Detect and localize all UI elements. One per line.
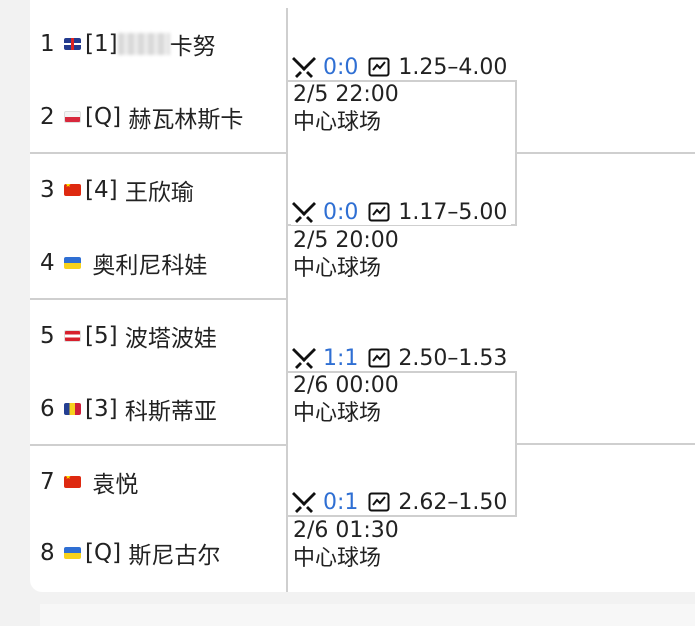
- line-chart-icon: [368, 57, 390, 77]
- betting-odds[interactable]: 1.25–4.00: [398, 54, 508, 80]
- seed-tag: [1]: [85, 31, 118, 57]
- obscured-name-part: [117, 33, 170, 55]
- match-4-players[interactable]: [30, 446, 288, 592]
- crossed-swords-icon: [292, 57, 316, 78]
- match-1-time: 2/5 22:00: [293, 82, 399, 107]
- seed-tag: [Q]: [85, 104, 122, 130]
- head-to-head-score[interactable]: 0:0: [323, 199, 359, 225]
- poland-flag-icon: [64, 111, 81, 123]
- player-row-8[interactable]: 8 [Q] 斯尼古尔: [40, 533, 220, 573]
- ukraine-flag-icon: [64, 257, 81, 269]
- match-3-stats[interactable]: 1:1 2.50–1.53: [291, 345, 512, 371]
- player-row-2[interactable]: 2 [Q] 赫瓦林斯卡: [40, 97, 243, 137]
- match-2-stats[interactable]: 0:0 1.17–5.00: [291, 199, 512, 225]
- betting-odds[interactable]: 2.50–1.53: [398, 345, 508, 371]
- seed-tag: [Q]: [85, 540, 122, 566]
- crossed-swords-icon: [292, 492, 316, 513]
- draw-position: 4: [40, 250, 55, 276]
- head-to-head-score[interactable]: 0:0: [323, 54, 359, 80]
- draw-position: 2: [40, 104, 55, 130]
- romania-flag-icon: [64, 403, 81, 415]
- match-3-venue: 中心球场: [293, 401, 382, 426]
- player-name: 赫瓦林斯卡: [128, 107, 244, 133]
- draw-position: 1: [40, 31, 55, 57]
- head-to-head-score[interactable]: 1:1: [323, 345, 359, 371]
- match-4-stats[interactable]: 0:1 2.62–1.50: [291, 489, 512, 515]
- round2-line-bottom: [517, 443, 695, 445]
- player-row-5[interactable]: 5 [5] 波塔波娃: [40, 316, 217, 356]
- match-2-players[interactable]: [30, 154, 288, 300]
- player-row-7[interactable]: 7 袁悦: [40, 462, 138, 502]
- china-flag-icon: [64, 476, 81, 488]
- player-name: 波塔波娃: [124, 326, 217, 352]
- round2-connector-bottom: [288, 371, 517, 517]
- draw-position: 6: [40, 396, 55, 422]
- line-chart-icon: [368, 202, 390, 222]
- head-to-head-score[interactable]: 0:1: [323, 489, 359, 515]
- betting-odds[interactable]: 2.62–1.50: [398, 489, 508, 515]
- austria-flag-icon: [64, 330, 81, 342]
- seed-tag: [3]: [85, 396, 118, 422]
- seed-tag: [5]: [85, 323, 118, 349]
- match-2-venue: 中心球场: [293, 256, 382, 281]
- line-chart-icon: [368, 492, 390, 512]
- betting-odds[interactable]: 1.17–5.00: [398, 199, 508, 225]
- round2-line-top: [517, 152, 695, 154]
- draw-position: 7: [40, 469, 55, 495]
- player-name: 奥利尼科娃: [92, 253, 208, 279]
- player-name: 袁悦: [92, 472, 139, 498]
- player-name: 斯尼古尔: [128, 543, 221, 569]
- crossed-swords-icon: [292, 202, 316, 223]
- match-1-venue: 中心球场: [293, 110, 382, 135]
- player-name: 卡努: [169, 34, 216, 60]
- ukraine-flag-icon: [64, 547, 81, 559]
- next-card-edge: [40, 604, 695, 626]
- match-4-venue: 中心球场: [293, 546, 382, 571]
- player-name: 科斯蒂亚: [124, 399, 217, 425]
- match-3-time: 2/6 00:00: [293, 373, 399, 398]
- uk-flag-icon: [64, 38, 81, 50]
- player-row-4[interactable]: 4 奥利尼科娃: [40, 243, 207, 283]
- seed-tag: [4]: [85, 177, 118, 203]
- match-3-players[interactable]: [30, 300, 288, 446]
- player-row-1[interactable]: 1 [1] 卡努: [40, 24, 216, 64]
- player-name: 王欣瑜: [124, 180, 194, 206]
- draw-position: 8: [40, 540, 55, 566]
- crossed-swords-icon: [292, 348, 316, 369]
- line-chart-icon: [368, 348, 390, 368]
- player-row-6[interactable]: 6 [3] 科斯蒂亚: [40, 389, 217, 429]
- match-1-players[interactable]: [30, 8, 288, 154]
- china-flag-icon: [64, 184, 81, 196]
- match-4-time: 2/6 01:30: [293, 518, 399, 543]
- player-row-3[interactable]: 3 [4] 王欣瑜: [40, 170, 194, 210]
- draw-position: 3: [40, 177, 55, 203]
- match-2-time: 2/5 20:00: [293, 228, 399, 253]
- round2-connector-top: [288, 80, 517, 226]
- draw-position: 5: [40, 323, 55, 349]
- match-1-stats[interactable]: 0:0 1.25–4.00: [291, 54, 512, 80]
